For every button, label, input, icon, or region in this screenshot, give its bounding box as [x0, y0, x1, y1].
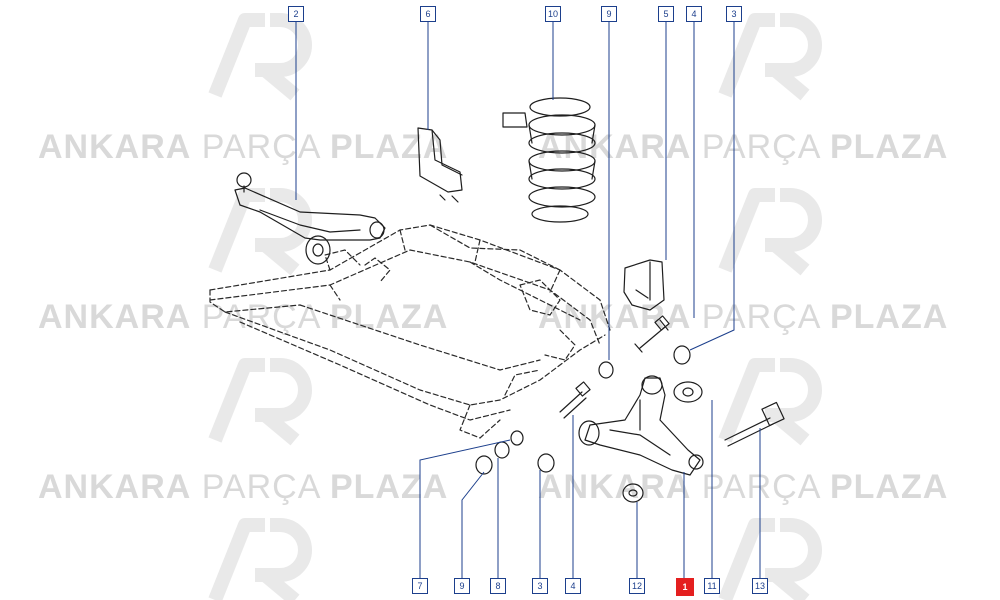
callout-10[interactable]: 10 — [545, 6, 561, 22]
callout-5[interactable]: 5 — [658, 6, 674, 22]
watermark-logo-icon — [208, 518, 312, 600]
watermark-logo-icon — [208, 358, 312, 446]
callout-12[interactable]: 12 — [629, 578, 645, 594]
callout-2[interactable]: 2 — [288, 6, 304, 22]
watermark-text: ANKARA PARÇA PLAZA — [538, 128, 949, 166]
watermark-logo-icon — [718, 518, 822, 600]
bushing-part-9 — [598, 361, 614, 379]
bushing-part-7 — [510, 430, 524, 446]
callout-4-bottom[interactable]: 4 — [565, 578, 581, 594]
callout-9[interactable]: 9 — [601, 6, 617, 22]
bolt-part-13 — [724, 401, 785, 447]
bushing-part-8 — [494, 441, 510, 459]
bushing-part-3-lower — [537, 453, 555, 473]
spring-insulator — [502, 112, 528, 128]
watermark-logo-icon — [208, 13, 312, 101]
watermark-text: ANKARA PARÇA PLAZA — [38, 298, 449, 336]
subframe — [209, 224, 611, 439]
watermark-logo-icon — [718, 13, 822, 101]
callout-4[interactable]: 4 — [686, 6, 702, 22]
callout-7[interactable]: 7 — [412, 578, 428, 594]
callout-3[interactable]: 3 — [726, 6, 742, 22]
bolt-part-4-lower — [559, 381, 591, 419]
callout-9-bottom[interactable]: 9 — [454, 578, 470, 594]
callout-8[interactable]: 8 — [490, 578, 506, 594]
watermark-logo-icon — [718, 358, 822, 446]
callout-11[interactable]: 11 — [704, 578, 720, 594]
callout-13[interactable]: 13 — [752, 578, 768, 594]
callout-1-highlighted[interactable]: 1 — [676, 578, 694, 596]
leader-lines — [295, 22, 761, 578]
callout-6[interactable]: 6 — [420, 6, 436, 22]
watermark-text: ANKARA PARÇA PLAZA — [38, 128, 449, 166]
lower-control-arm — [578, 375, 704, 476]
bracket-part-5 — [623, 259, 665, 311]
watermark-logo-icon — [718, 188, 822, 276]
bushing-part-3 — [673, 345, 691, 365]
watermark-logo-icon — [208, 188, 312, 276]
bushing-part-9-lower — [475, 455, 493, 475]
washer-part-11 — [673, 381, 703, 403]
watermark-text: ANKARA PARÇA PLAZA — [538, 298, 949, 336]
nut-part-12 — [622, 483, 644, 503]
bolt-part-4 — [634, 315, 670, 353]
callout-3-bottom[interactable]: 3 — [532, 578, 548, 594]
watermark-text: ANKARA PARÇA PLAZA — [38, 468, 449, 506]
bracket-part-6 — [417, 127, 463, 203]
coil-spring — [528, 97, 596, 223]
upper-control-arm — [234, 172, 386, 265]
